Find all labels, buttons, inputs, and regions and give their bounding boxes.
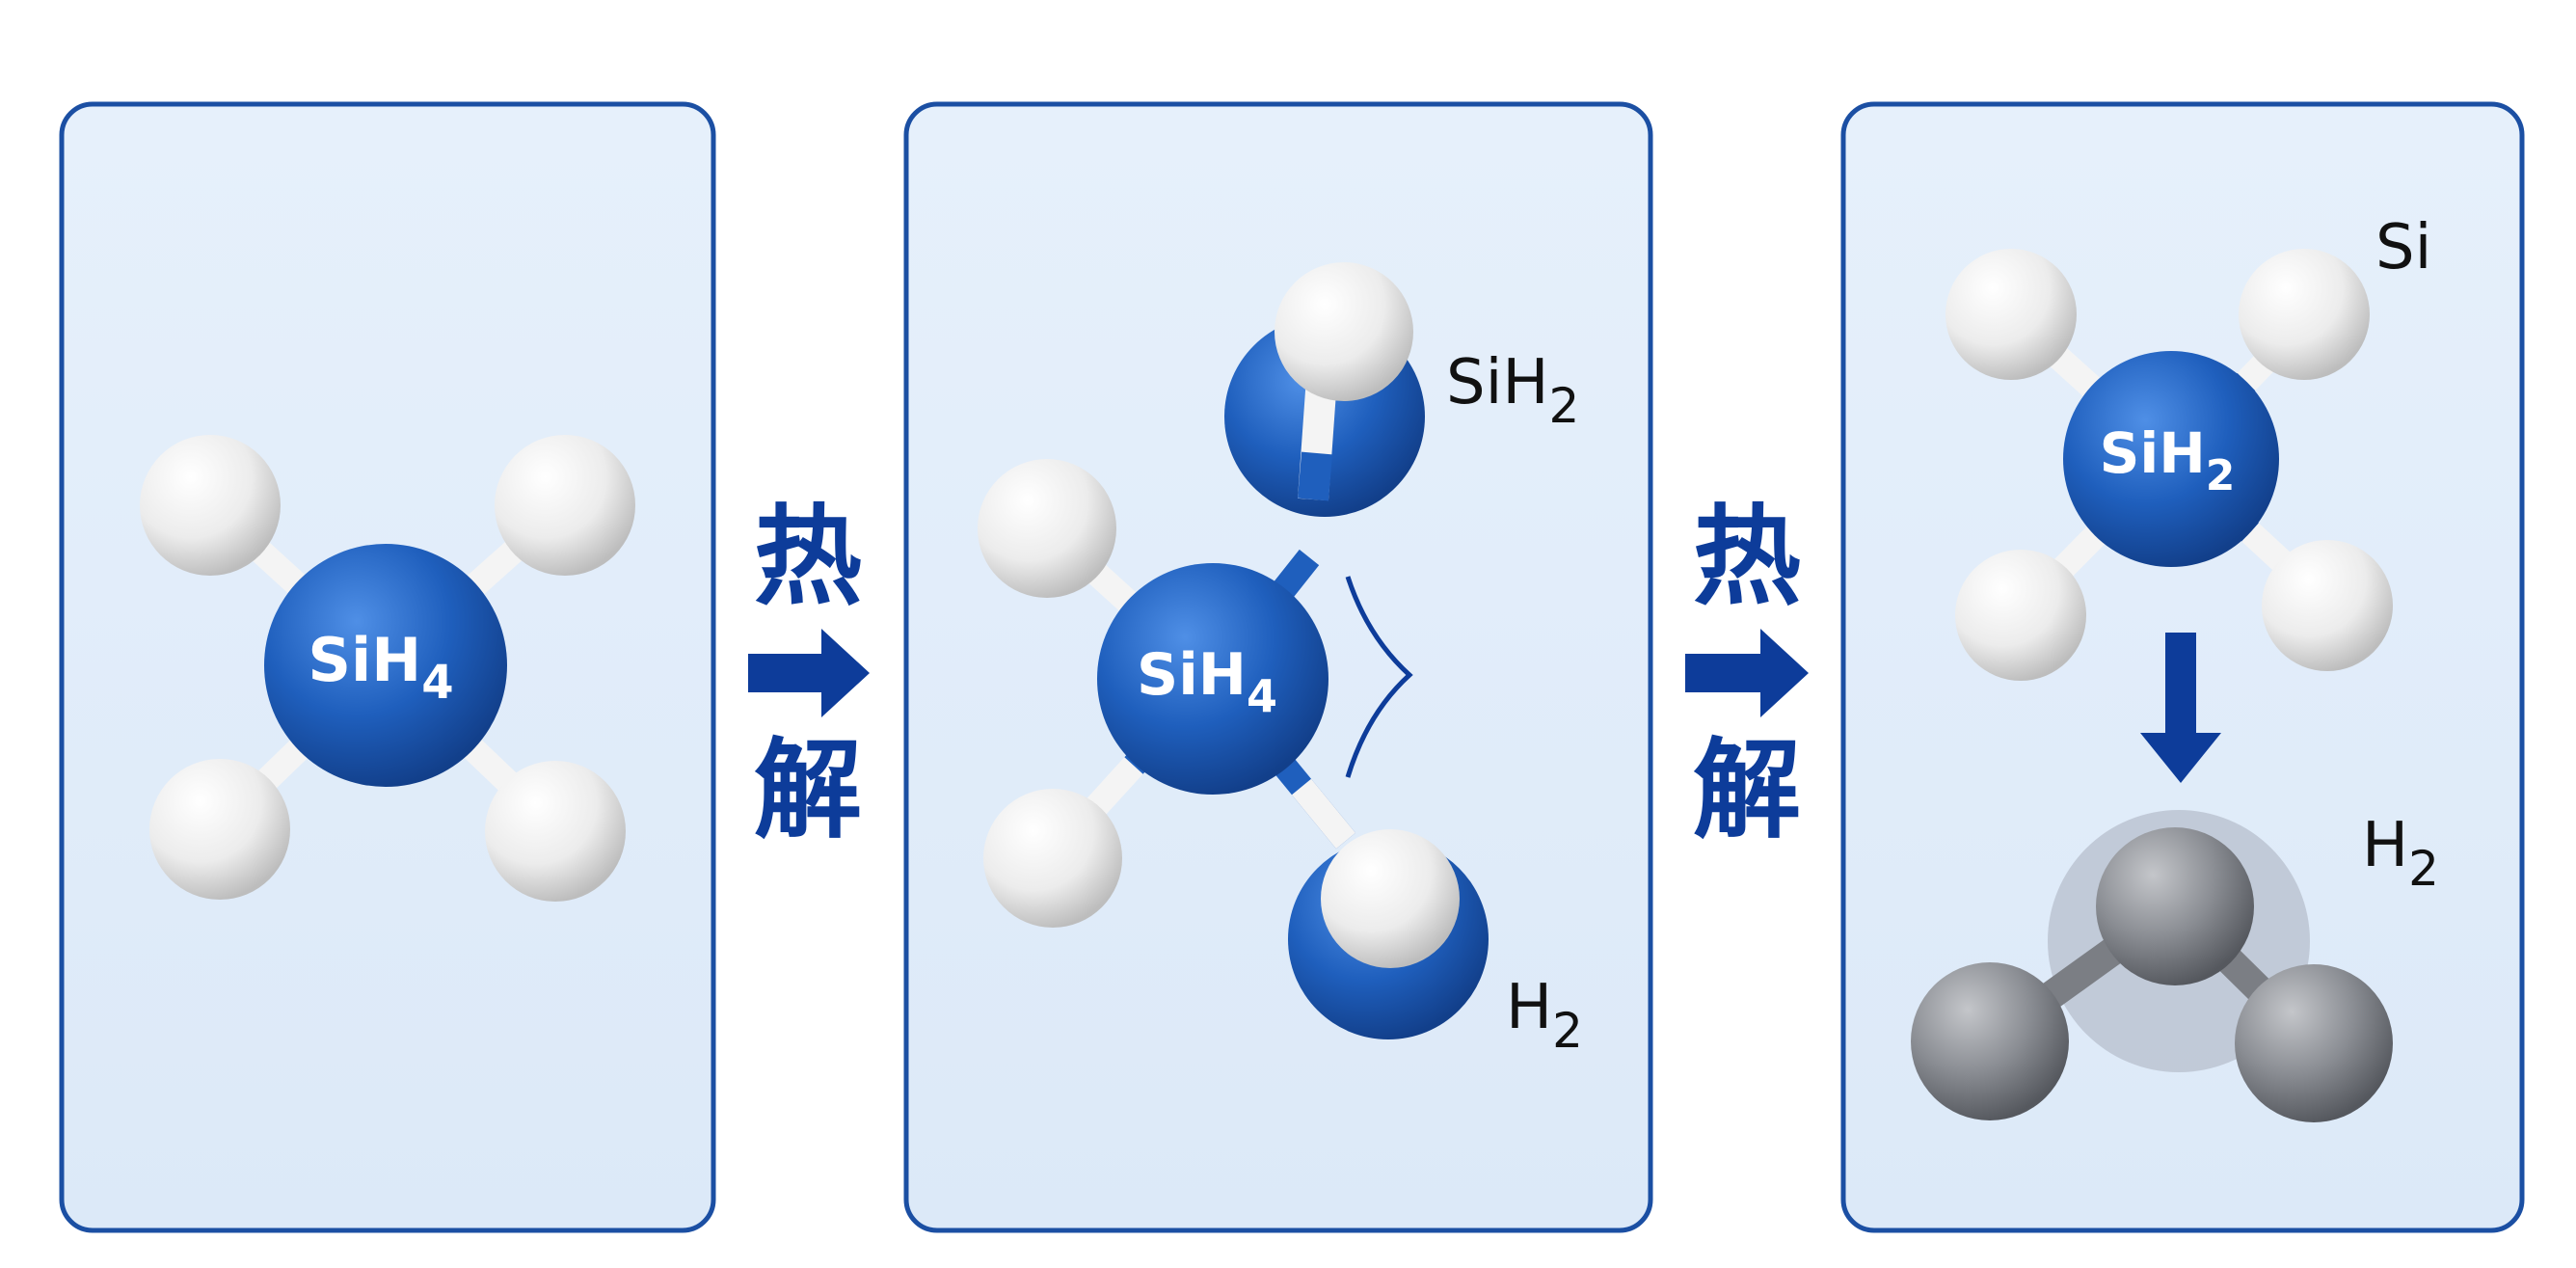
arrow-1: 热 解 bbox=[748, 495, 870, 853]
panel-1-hydrogen-bottom-right bbox=[485, 761, 626, 902]
panel-3-label-top-right: Si bbox=[2375, 212, 2431, 283]
panel-2-label-fragment-top: SiH2 bbox=[1446, 347, 1579, 434]
arrow-1-top-label: 热 bbox=[754, 495, 862, 620]
panel-1-hydrogen-top-left bbox=[140, 435, 281, 576]
panel-3-hydrogen-top-right bbox=[2239, 249, 2370, 380]
panel-2-hydrogen-top-left bbox=[978, 459, 1116, 598]
panel-2-bracket-icon bbox=[1345, 576, 1413, 778]
panel-2-silicon-atom bbox=[1097, 563, 1328, 795]
arrow-2: 热 解 bbox=[1685, 495, 1809, 853]
arrow-1-bottom-label: 解 bbox=[754, 728, 862, 853]
panel-3-hydrogen-top-left bbox=[1945, 249, 2077, 380]
arrow-2-shape bbox=[1685, 629, 1809, 717]
panel-1-silicon-atom bbox=[264, 544, 507, 787]
panel-3-silicon-atom bbox=[2063, 351, 2279, 567]
panel-3-label-bottom-right: H2 bbox=[2362, 810, 2439, 897]
panel-3-gray-atom-right bbox=[2235, 964, 2393, 1122]
arrow-2-top-label: 热 bbox=[1693, 495, 1801, 620]
panel-2: SiH4 SiH2 H2 bbox=[903, 101, 1653, 1233]
panel-1: SiH4 bbox=[59, 101, 716, 1233]
panel-1-center-label: SiH4 bbox=[308, 625, 453, 710]
panel-2-fragment-top bbox=[1224, 262, 1425, 517]
panel-3-gray-atom-left bbox=[1911, 962, 2069, 1120]
arrow-2-bottom-label: 解 bbox=[1693, 728, 1801, 853]
panel-3-hydrogen-bottom-left bbox=[1955, 550, 2086, 681]
panel-3-gray-atom-top bbox=[2096, 827, 2254, 985]
panel-2-hydrogen-bottom-left bbox=[983, 789, 1122, 928]
panel-3-center-label: SiH2 bbox=[2100, 420, 2236, 500]
panel-1-hydrogen-bottom-left bbox=[149, 759, 290, 900]
panel-1-hydrogen-top-right bbox=[495, 435, 635, 576]
panel-3: SiH2 Si H2 bbox=[1840, 101, 2525, 1233]
arrow-1-shape bbox=[748, 629, 870, 717]
panel-3-hydrogen-bottom-right bbox=[2262, 540, 2393, 671]
panel-3-down-arrow-icon bbox=[2140, 633, 2221, 783]
panel-2-fragment-bottom-hydrogen bbox=[1321, 829, 1460, 968]
panel-2-center-label: SiH4 bbox=[1137, 641, 1277, 722]
panel-3-gray-cluster bbox=[1911, 810, 2393, 1122]
panel-2-label-fragment-bottom: H2 bbox=[1506, 972, 1583, 1059]
panel-2-fragment-top-hydrogen bbox=[1275, 262, 1413, 401]
